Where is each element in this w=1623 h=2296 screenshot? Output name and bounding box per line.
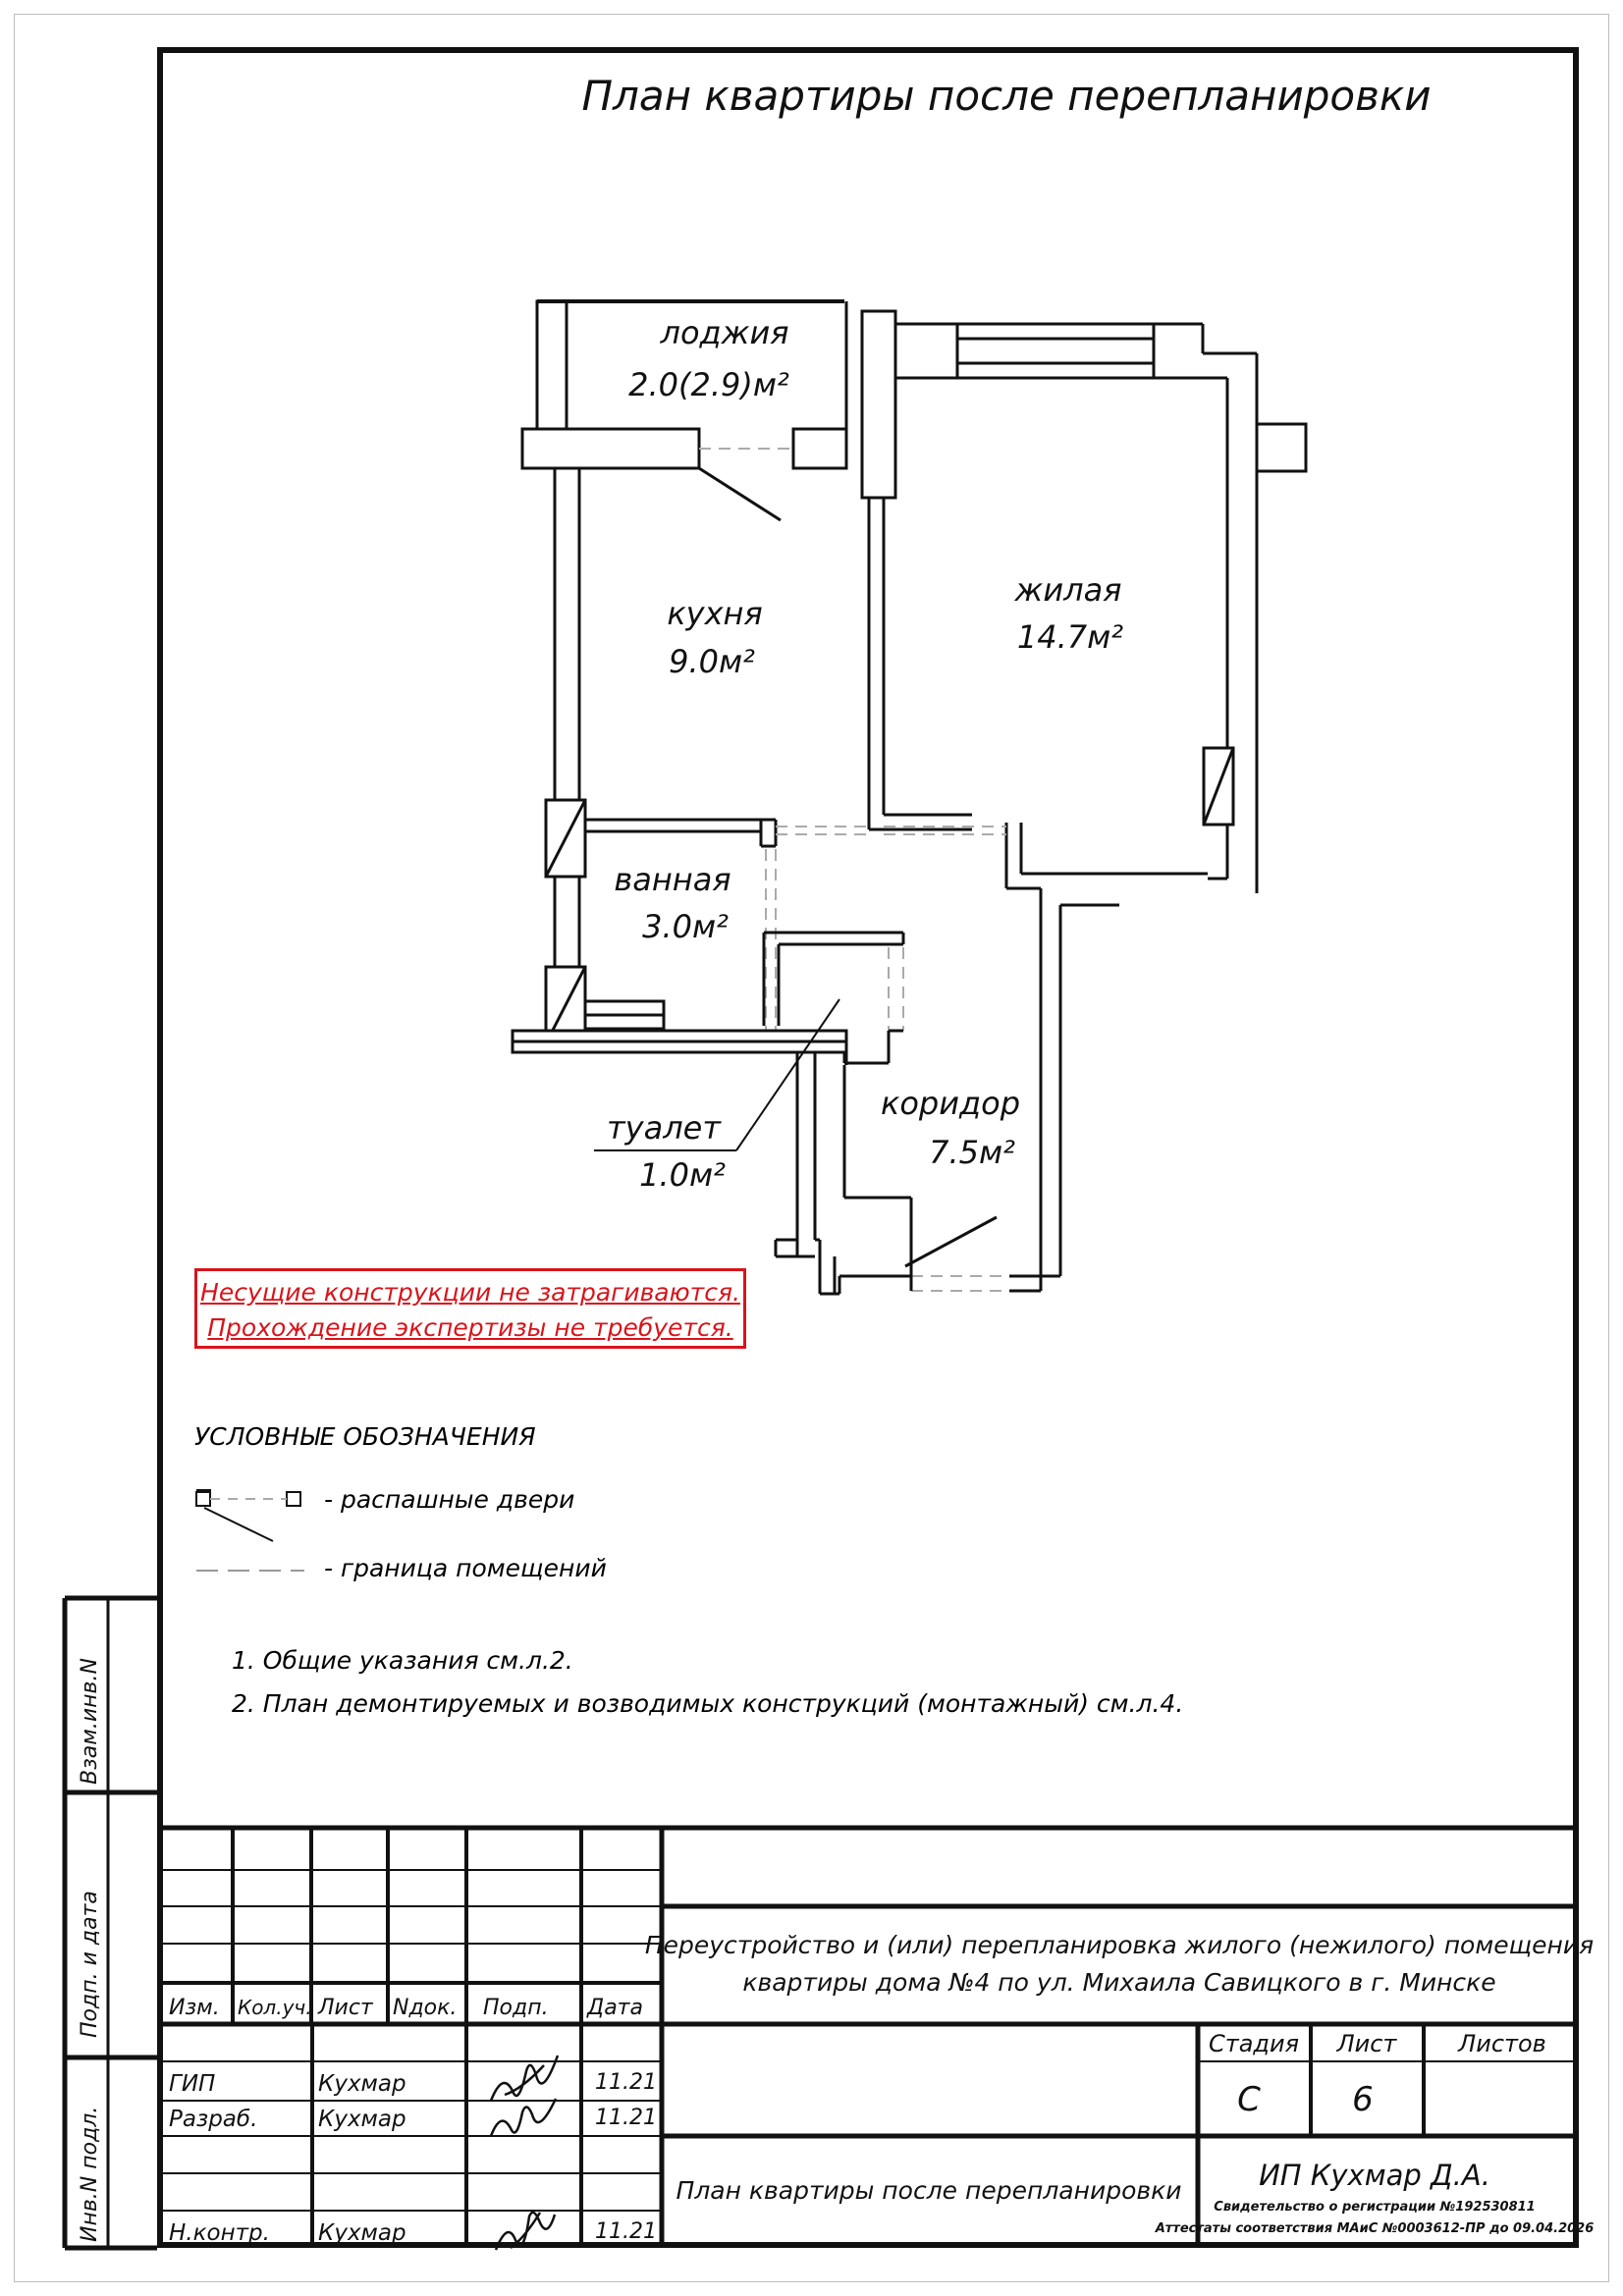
date-developer: 11.21 xyxy=(595,2106,657,2130)
drawing-title: План квартиры после перепланировки xyxy=(581,72,1431,120)
stage-header: Стадия xyxy=(1209,2030,1299,2057)
company-certificate: Свидетельство о регистрации №192530811 xyxy=(1214,2200,1535,2215)
sheet-trim-border xyxy=(14,14,1609,2282)
side-stamp xyxy=(62,1595,157,2251)
room-name-living: жилая xyxy=(1014,571,1122,609)
col-count: Кол.уч. xyxy=(238,1996,312,2019)
room-name-toilet: туалет xyxy=(607,1109,722,1147)
title-block-grid xyxy=(157,1825,1579,2248)
central-wall xyxy=(860,309,972,831)
toilet-leader xyxy=(594,998,840,1151)
room-name-loggia: лоджия xyxy=(659,314,788,351)
room-area-kitchen: 9.0м² xyxy=(669,643,755,680)
room-area-loggia: 2.0(2.9)м² xyxy=(628,366,789,403)
sheet-value: 6 xyxy=(1352,2080,1374,2119)
name-gip: Кухмар xyxy=(318,2071,406,2097)
signature-marks xyxy=(489,2055,560,2251)
corridor-walls xyxy=(904,823,1208,1293)
note-2: 2. План демонтируемых и возводимых конст… xyxy=(232,1689,1183,1718)
living-room-walls xyxy=(895,322,1308,893)
kitchen-walls xyxy=(544,468,1006,879)
company-name: ИП Кухмар Д.А. xyxy=(1259,2159,1490,2192)
legend-heading: УСЛОВНЫЕ ОБОЗНАЧЕНИЯ xyxy=(194,1422,536,1451)
title-block-headers: Изм. Кол.уч. Лист Nдок. Подп. Дата xyxy=(169,1996,643,2020)
col-date: Дата xyxy=(586,1996,643,2020)
room-area-bathroom: 3.0м² xyxy=(642,908,729,945)
side-stamp-original-inv: Инв.N подл. xyxy=(78,2107,102,2242)
room-name-bathroom: ванная xyxy=(614,861,730,898)
room-area-living: 14.7м² xyxy=(1017,618,1123,656)
name-norm-control: Кухмар xyxy=(318,2220,406,2246)
date-gip: 11.21 xyxy=(595,2070,657,2095)
note-1: 1. Общие указания см.л.2. xyxy=(232,1646,573,1675)
side-stamp-sign-date: Подп. и дата xyxy=(78,1891,102,2038)
bottom-wall xyxy=(511,1029,848,1065)
signatory-rows: ГИП Кухмар 11.21 Разраб. Кухмар 11.21 Н.… xyxy=(169,2070,657,2246)
role-gip: ГИП xyxy=(169,2071,215,2097)
sheet-header: Лист xyxy=(1336,2030,1398,2057)
project-description-line2: квартиры дома №4 по ул. Михаила Савицког… xyxy=(742,1968,1495,1997)
date-norm-control: 11.21 xyxy=(595,2219,657,2244)
legend: УСЛОВНЫЕ ОБОЗНАЧЕНИЯ - распашные двери -… xyxy=(194,1422,607,1582)
load-bearing-notice: Несущие конструкции не затрагиваются. Пр… xyxy=(194,1268,746,1349)
col-sign: Подп. xyxy=(483,1996,549,2020)
project-description-line1: Переустройство и (или) перепланировка жи… xyxy=(645,1931,1594,1959)
notice-line-1: Несущие конструкции не затрагиваются. xyxy=(200,1278,740,1307)
col-change: Изм. xyxy=(169,1996,220,2020)
loggia-walls xyxy=(520,299,848,522)
drawing-frame xyxy=(157,47,1579,2248)
col-sheet: Лист xyxy=(317,1996,374,2020)
company-attestation: Аттестаты соответствия МАиС №0003612-ПР … xyxy=(1155,2221,1595,2236)
room-name-corridor: коридор xyxy=(881,1085,1020,1122)
signature-gip xyxy=(489,2055,560,2102)
role-norm-control: Н.контр. xyxy=(169,2220,270,2246)
floor-plan xyxy=(511,299,1308,1296)
toilet-walls xyxy=(774,1052,913,1296)
notice-line-2: Прохождение экспертизы не требуется. xyxy=(207,1313,733,1342)
general-notes: 1. Общие указания см.л.2. 2. План демонт… xyxy=(232,1646,1183,1718)
sheets-header: Листов xyxy=(1457,2030,1546,2057)
sheet-title: План квартиры после перепланировки xyxy=(676,2176,1182,2205)
signature-norm-control xyxy=(494,2211,557,2251)
legend-item-boundary: - граница помещений xyxy=(324,1554,607,1582)
room-name-kitchen: кухня xyxy=(667,595,762,632)
stage-value: С xyxy=(1237,2080,1261,2119)
col-doc: Nдок. xyxy=(393,1996,457,2020)
side-stamp-replacement-inv: Взам.инв.N xyxy=(78,1658,102,1785)
room-area-toilet: 1.0м² xyxy=(639,1156,726,1194)
room-labels: лоджия 2.0(2.9)м² кухня 9.0м² жилая 14.7… xyxy=(607,314,1123,1194)
swing-door-icon xyxy=(195,1489,301,1542)
room-area-corridor: 7.5м² xyxy=(929,1134,1015,1171)
role-developer: Разраб. xyxy=(169,2107,257,2132)
legend-item-doors: - распашные двери xyxy=(324,1485,574,1514)
name-developer: Кухмар xyxy=(318,2107,406,2132)
signature-developer xyxy=(489,2098,558,2137)
